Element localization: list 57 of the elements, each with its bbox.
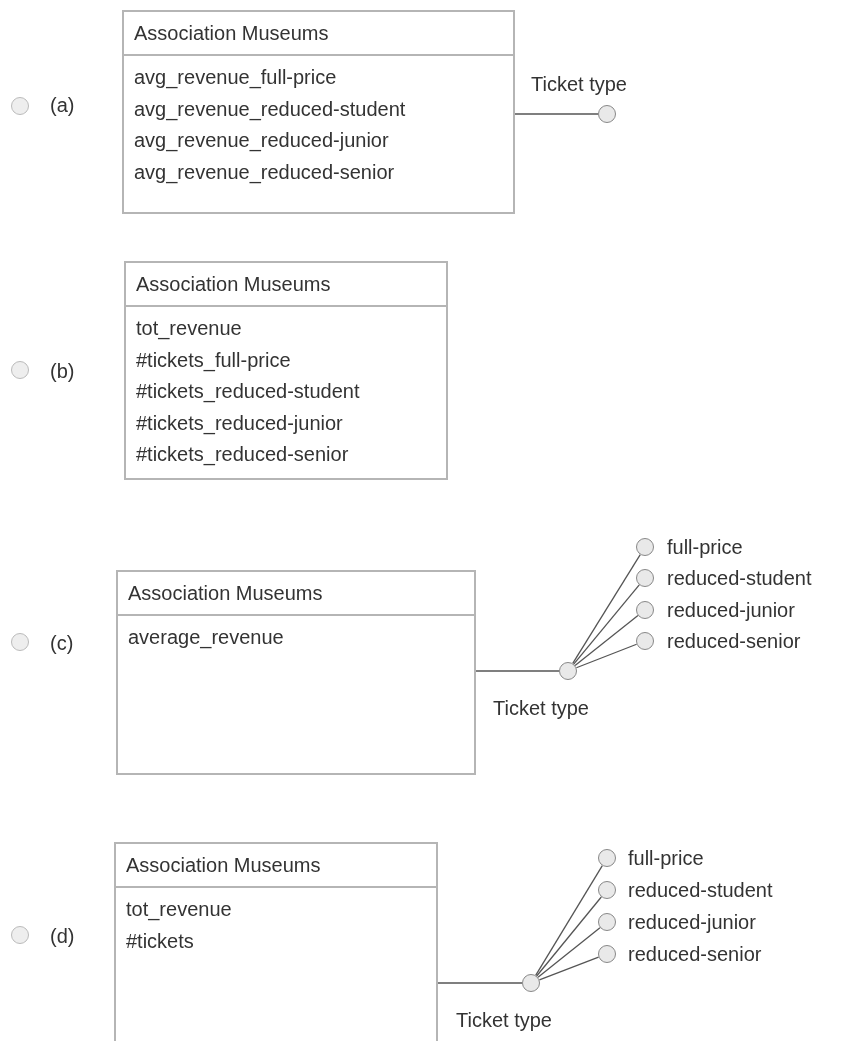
- dimension-circle: [598, 849, 616, 867]
- dimension-circle: [636, 601, 654, 619]
- table-title: Association Museums: [116, 844, 436, 888]
- connector-line: [536, 896, 602, 977]
- attribute-name: #tickets_reduced-senior: [136, 442, 350, 468]
- connector-line: [538, 956, 600, 981]
- dimension-circle: [598, 913, 616, 931]
- attribute-name: #tickets_full-price: [136, 347, 292, 374]
- table-title: Association Museums: [126, 263, 446, 307]
- table-title: Association Museums: [124, 12, 513, 56]
- attribute-name: avg_revenue_full-price: [134, 65, 338, 91]
- dimension-label: Ticket type: [493, 696, 589, 720]
- attribute-name: #tickets: [126, 928, 195, 954]
- dimension-circle: [559, 662, 577, 680]
- attribute-name: tot_revenue: [126, 897, 233, 923]
- dimension-label: full-price: [628, 846, 704, 870]
- fact-table-box: [116, 570, 476, 775]
- connector-line: [574, 614, 639, 667]
- dimension-circle: [636, 538, 654, 556]
- dimension-circle: [636, 632, 654, 650]
- dimension-label: full-price: [667, 535, 743, 559]
- attribute-name: avg_revenue_reduced-junior: [134, 128, 390, 154]
- option-label: (d): [50, 924, 75, 948]
- attribute-name: tot_revenue: [136, 316, 243, 342]
- connector-line: [572, 554, 641, 664]
- dimension-label: reduced-student: [628, 878, 773, 902]
- dimension-label: reduced-student: [667, 566, 812, 590]
- attribute-name: #tickets_reduced-junior: [136, 410, 344, 437]
- attribute-name: average_revenue: [128, 625, 285, 651]
- dimension-circle: [522, 974, 540, 992]
- connector-line: [514, 113, 599, 115]
- connector-line: [475, 670, 560, 672]
- dimension-label: reduced-senior: [628, 942, 762, 966]
- connector-line: [535, 865, 603, 976]
- fact-table-box: [114, 842, 438, 1041]
- dimension-label: Ticket type: [456, 1008, 552, 1032]
- dimension-label: Ticket type: [531, 72, 627, 96]
- option-label: (a): [50, 93, 75, 117]
- fact-table-box: [122, 10, 515, 214]
- dimension-circle: [636, 569, 654, 587]
- connector-line: [437, 982, 523, 984]
- dimension-circle: [598, 945, 616, 963]
- table-title: Association Museums: [118, 572, 474, 616]
- dimension-label: reduced-senior: [667, 629, 801, 653]
- attribute-name: avg_revenue_reduced-senior: [134, 159, 396, 186]
- option-label: (c): [50, 631, 74, 655]
- connector-line: [575, 643, 638, 669]
- connector-line: [537, 927, 601, 978]
- attribute-name: avg_revenue_reduced-student: [134, 96, 407, 123]
- fact-table-box: [124, 261, 448, 480]
- attribute-name: #tickets_reduced-student: [136, 379, 361, 405]
- dimension-circle: [598, 881, 616, 899]
- dimension-label: reduced-junior: [667, 598, 795, 622]
- dimension-circle: [598, 105, 616, 123]
- option-label: (b): [50, 359, 75, 383]
- connector-line: [573, 584, 640, 665]
- dimension-label: reduced-junior: [628, 910, 756, 934]
